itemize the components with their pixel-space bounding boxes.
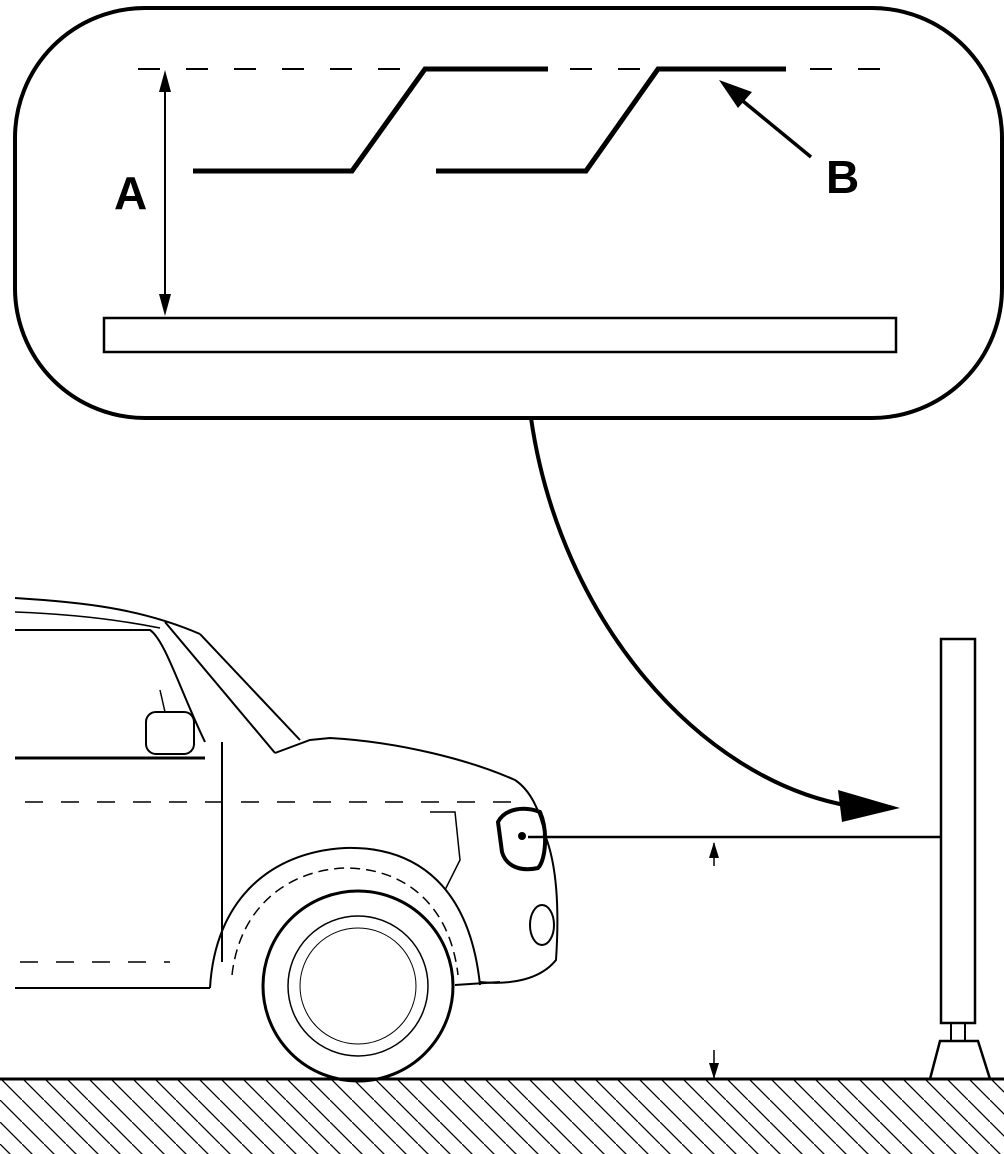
vehicle	[14, 597, 559, 1083]
beam-cutoff-right	[436, 66, 786, 174]
callout-connector-arrow	[529, 417, 900, 822]
label-a: A	[114, 167, 147, 219]
side-mirror	[145, 711, 195, 755]
front-tire	[261, 889, 455, 1083]
headlight	[495, 806, 547, 872]
aiming-screen	[928, 637, 992, 1081]
aiming-screen-post	[950, 1022, 966, 1042]
fog-lamp	[529, 904, 555, 946]
dimension-a-arrow	[159, 70, 171, 316]
pointer-b-arrow	[719, 80, 813, 159]
front-wheel	[287, 915, 429, 1057]
ground	[0, 1077, 1004, 1154]
callout-frame	[13, 6, 1004, 420]
screen-bar	[102, 316, 898, 354]
detail-callout: A B	[13, 6, 1004, 420]
beam-cutoff-left	[193, 66, 548, 174]
aiming-screen-base	[928, 1039, 992, 1081]
height-arrows	[709, 842, 719, 1079]
label-b: B	[826, 151, 859, 203]
aiming-screen-panel	[939, 637, 977, 1025]
